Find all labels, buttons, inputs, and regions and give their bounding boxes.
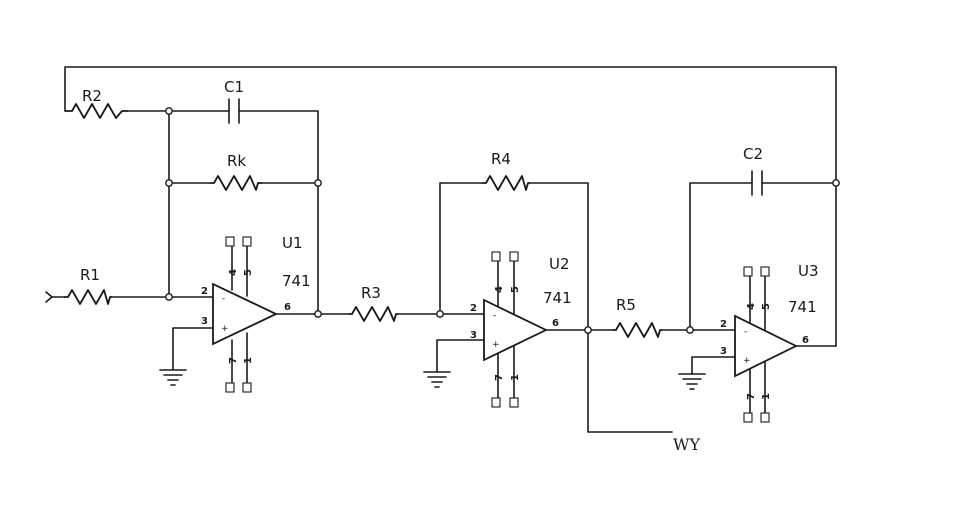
supply-pin-icon — [491, 397, 501, 408]
noninverting-sign: + — [743, 356, 751, 366]
resistor-rk — [210, 175, 262, 191]
supply-pin-icon — [491, 251, 501, 262]
pin-number: 6 — [802, 335, 809, 346]
label-r3: R3 — [361, 284, 381, 302]
supply-pin-icon — [743, 266, 753, 277]
label-u1-part: 741 — [282, 272, 311, 290]
capacitors — [228, 98, 763, 196]
pin-number: 3 — [470, 330, 477, 341]
supply-pin-icon — [760, 412, 770, 423]
supply-pin-icon — [242, 236, 252, 247]
pin-number: 4 — [746, 303, 757, 310]
supply-pin-icon — [509, 397, 519, 408]
label-u2-ref: U2 — [549, 255, 570, 273]
opamp-u2: 4 5 7 1 2 3 6 - + — [470, 251, 559, 408]
pin-number: 7 — [228, 357, 239, 364]
supply-pin-icon — [225, 382, 235, 393]
label-u1-ref: U1 — [282, 234, 303, 252]
pin-number: 5 — [761, 303, 772, 310]
label-c2: C2 — [743, 145, 763, 163]
label-r5: R5 — [616, 296, 636, 314]
wire-u3-noninverting — [691, 356, 736, 375]
pin-number: 7 — [746, 393, 757, 400]
junction-node — [165, 179, 173, 187]
capacitor-c1 — [228, 98, 240, 124]
wire-r4-left — [439, 182, 483, 315]
pin-number: 1 — [243, 357, 254, 364]
wire-c2-left — [689, 182, 753, 331]
opamp-u2-triangle — [483, 298, 549, 362]
resistor-r5 — [612, 322, 662, 338]
junction-node — [165, 107, 173, 115]
output-label-wy: WY — [673, 435, 700, 454]
ground-icon — [159, 369, 187, 386]
pin-number: 2 — [470, 303, 477, 314]
pin-number: 4 — [494, 286, 505, 293]
pin-number: 5 — [510, 286, 521, 293]
resistor-r1 — [64, 289, 112, 305]
supply-pin-icon — [509, 251, 519, 262]
junction-node — [314, 179, 322, 187]
supply-pin-icon — [743, 412, 753, 423]
label-r1: R1 — [80, 266, 100, 284]
pin-number: 1 — [510, 374, 521, 381]
pin-number: 7 — [494, 374, 505, 381]
ground-icon — [423, 371, 451, 388]
opamp-u1: 4 5 7 1 2 3 6 - + — [201, 236, 291, 393]
pin-number: 1 — [761, 393, 772, 400]
junction-node — [584, 326, 592, 334]
inverting-sign: - — [222, 294, 225, 304]
grounds — [159, 369, 706, 390]
label-u3-part: 741 — [788, 298, 817, 316]
label-u2-part: 741 — [543, 289, 572, 307]
resistor-r4 — [482, 175, 530, 191]
ground-icon — [678, 373, 706, 390]
junction-node — [314, 310, 322, 318]
noninverting-sign: + — [492, 340, 500, 350]
opamp-u3-triangle — [734, 314, 799, 378]
junction-node — [832, 179, 840, 187]
wire-c1-right — [238, 110, 319, 184]
pin-number: 3 — [720, 346, 727, 357]
inverting-sign: - — [493, 311, 496, 321]
pin-number: 5 — [243, 269, 254, 276]
inverting-sign: - — [744, 327, 747, 337]
pin-number: 2 — [720, 319, 727, 330]
resistors — [64, 103, 662, 338]
capacitor-c2 — [751, 170, 763, 196]
label-r2: R2 — [82, 87, 102, 105]
label-r4: R4 — [491, 150, 511, 168]
wire-wy-output — [587, 329, 673, 433]
resistor-r2 — [65, 103, 128, 119]
pin-number: 4 — [228, 269, 239, 276]
supply-pin-icon — [242, 382, 252, 393]
wire-u1-noninverting — [172, 327, 214, 371]
input-terminal-icon — [45, 291, 53, 303]
pin-number: 6 — [284, 302, 291, 313]
wire-u2-noninverting — [436, 339, 485, 373]
label-u3-ref: U3 — [798, 262, 819, 280]
junctions — [165, 107, 840, 334]
wire-r4-right — [529, 182, 589, 331]
resistor-r3 — [348, 306, 398, 322]
label-rk: Rk — [227, 152, 246, 170]
supply-pin-icon — [760, 266, 770, 277]
pin-number: 2 — [201, 286, 208, 297]
opamp-u3: 4 5 7 1 2 3 6 - + — [720, 266, 809, 423]
wires — [51, 66, 837, 433]
pin-number: 6 — [552, 318, 559, 329]
junction-node — [165, 293, 173, 301]
noninverting-sign: + — [221, 324, 229, 334]
supply-pin-icon — [225, 236, 235, 247]
global-feedback-wire — [64, 66, 837, 347]
pin-number: 3 — [201, 316, 208, 327]
junction-node — [436, 310, 444, 318]
labels: R2 C1 Rk R1 R3 R4 R5 C2 U1 741 U2 741 U3… — [80, 78, 819, 454]
junction-node — [686, 326, 694, 334]
opamp-u1-triangle — [212, 282, 279, 346]
label-c1: C1 — [224, 78, 244, 96]
